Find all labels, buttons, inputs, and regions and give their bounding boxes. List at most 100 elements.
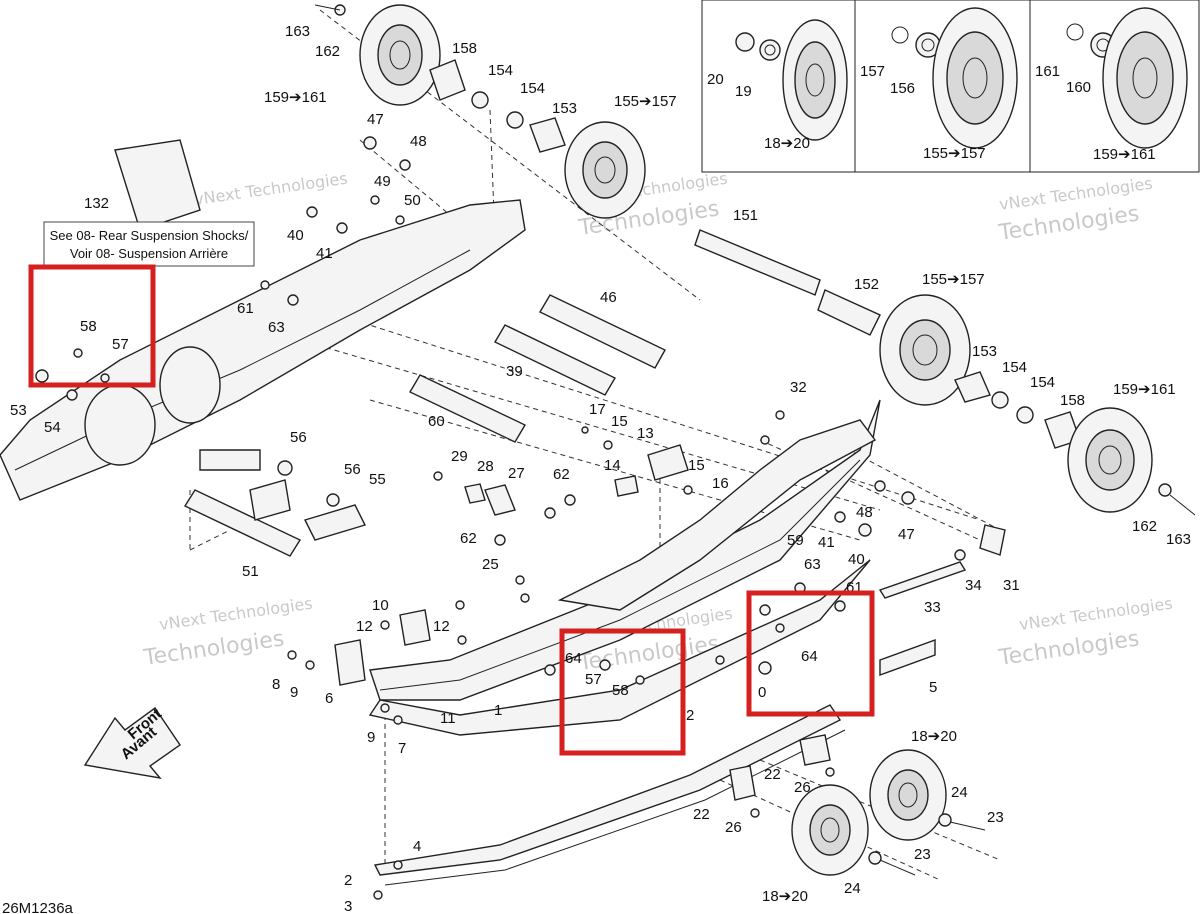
part-label: 33 bbox=[924, 599, 941, 616]
slide-rail-assembly bbox=[334, 399, 936, 886]
part-label: 18➔20 bbox=[762, 888, 808, 905]
part-label: 55 bbox=[369, 471, 386, 488]
part-label: 62 bbox=[460, 530, 477, 547]
part-label: 155➔157 bbox=[614, 93, 677, 110]
part-label: 17 bbox=[589, 401, 606, 418]
part-label: 19 bbox=[735, 83, 752, 100]
part-label: 46 bbox=[600, 289, 617, 306]
part-label: 132 bbox=[84, 195, 109, 212]
part-label: 48 bbox=[410, 133, 427, 150]
highlight-box bbox=[559, 628, 686, 756]
upper-wheels bbox=[314, 4, 1196, 516]
part-label: 34 bbox=[965, 577, 982, 594]
part-label: 64 bbox=[565, 650, 582, 667]
part-label: 41 bbox=[316, 245, 333, 262]
part-label: 18➔20 bbox=[764, 135, 810, 152]
part-label: 152 bbox=[854, 276, 879, 293]
part-label: 58 bbox=[80, 318, 97, 335]
part-label: 40 bbox=[287, 227, 304, 244]
part-label: 159➔161 bbox=[264, 89, 327, 106]
lower-wheels bbox=[729, 734, 986, 876]
part-label: 155➔157 bbox=[922, 271, 985, 288]
part-label: 12 bbox=[356, 618, 373, 635]
renegade-decal bbox=[879, 639, 936, 676]
cross-shafts bbox=[183, 294, 1006, 599]
spacer-sleeve bbox=[817, 289, 881, 336]
part-label: 58 bbox=[612, 682, 629, 699]
part-label: 63 bbox=[268, 319, 285, 336]
part-label: 156 bbox=[890, 80, 915, 97]
part-label: 4 bbox=[413, 838, 421, 855]
part-label: 5 bbox=[929, 679, 937, 696]
part-label: 11 bbox=[440, 710, 456, 727]
part-label: 48 bbox=[856, 504, 873, 521]
part-label: 16 bbox=[712, 475, 729, 492]
part-label: 153 bbox=[972, 343, 997, 360]
rear-arm-assembly bbox=[0, 139, 526, 541]
part-label: 1 bbox=[494, 702, 502, 719]
callout-line-1: See 08- Rear Suspension Shocks/ bbox=[50, 228, 249, 243]
part-label: 154 bbox=[1002, 359, 1027, 376]
part-label: 155➔157 bbox=[923, 145, 986, 162]
part-label: 56 bbox=[290, 429, 307, 446]
rail-stopper bbox=[334, 639, 366, 686]
callout-line-2: Voir 08- Suspension Arrière bbox=[70, 246, 228, 261]
part-labels: 163 162 159➔161 158 154 154 153 155➔157 … bbox=[2, 23, 1191, 914]
part-label: 159➔161 bbox=[1093, 146, 1156, 163]
highlight-box bbox=[746, 590, 875, 717]
inset-frame bbox=[701, 0, 1200, 173]
diagram-code: 26M1236a bbox=[2, 900, 74, 914]
shock-absorber bbox=[114, 139, 201, 231]
part-label: 15 bbox=[688, 457, 705, 474]
part-label: 54 bbox=[44, 419, 61, 436]
part-label: 39 bbox=[506, 363, 523, 380]
part-label: 160 bbox=[1066, 79, 1091, 96]
retaining-ring bbox=[735, 32, 755, 52]
part-label: 26 bbox=[794, 779, 811, 796]
part-label: 24 bbox=[844, 880, 861, 897]
part-label: 153 bbox=[552, 100, 577, 117]
part-label: 10 bbox=[372, 597, 389, 614]
part-label: 23 bbox=[914, 846, 931, 863]
part-label: 9 bbox=[290, 684, 298, 701]
highlight-boxes bbox=[28, 264, 875, 756]
part-label: 57 bbox=[112, 336, 129, 353]
part-label: 40 bbox=[848, 551, 865, 568]
part-label: 59 bbox=[787, 532, 804, 549]
part-label: 154 bbox=[488, 62, 513, 79]
part-label: 15 bbox=[611, 413, 628, 430]
part-label: 56 bbox=[344, 461, 361, 478]
part-label: 22 bbox=[764, 766, 781, 783]
part-label: 62 bbox=[553, 466, 570, 483]
watermark: vNext Technologies bbox=[1018, 594, 1174, 634]
part-label: 22 bbox=[693, 806, 710, 823]
part-label: 0 bbox=[758, 684, 766, 701]
part-label: 60 bbox=[428, 413, 445, 430]
slider-shoe bbox=[373, 704, 842, 876]
part-label: 64 bbox=[801, 648, 818, 665]
part-label: 151 bbox=[733, 207, 758, 224]
highlight-box bbox=[28, 264, 156, 388]
part-label: 32 bbox=[790, 379, 807, 396]
part-label: 162 bbox=[315, 43, 340, 60]
sensor-module bbox=[647, 444, 689, 481]
part-label: 18➔20 bbox=[911, 728, 957, 745]
part-label: 53 bbox=[10, 402, 27, 419]
watermark: vNext Technologies bbox=[158, 594, 314, 634]
part-label: 157 bbox=[860, 63, 885, 80]
front-arrow-icon bbox=[83, 707, 181, 780]
part-label: 162 bbox=[1132, 518, 1157, 535]
part-label: 47 bbox=[898, 526, 915, 543]
part-label: 29 bbox=[451, 448, 468, 465]
part-label: 13 bbox=[637, 425, 654, 442]
part-label: 7 bbox=[398, 740, 406, 757]
part-label: 9 bbox=[367, 729, 375, 746]
part-label: 158 bbox=[452, 40, 477, 57]
see-shocks-callout: See 08- Rear Suspension Shocks/ Voir 08-… bbox=[43, 221, 255, 267]
axle-shaft bbox=[694, 229, 821, 296]
part-label: 161 bbox=[1035, 63, 1060, 80]
part-label: 57 bbox=[585, 671, 602, 688]
part-label: 49 bbox=[374, 173, 391, 190]
part-label: 158 bbox=[1060, 392, 1085, 409]
part-label: 26 bbox=[725, 819, 742, 836]
